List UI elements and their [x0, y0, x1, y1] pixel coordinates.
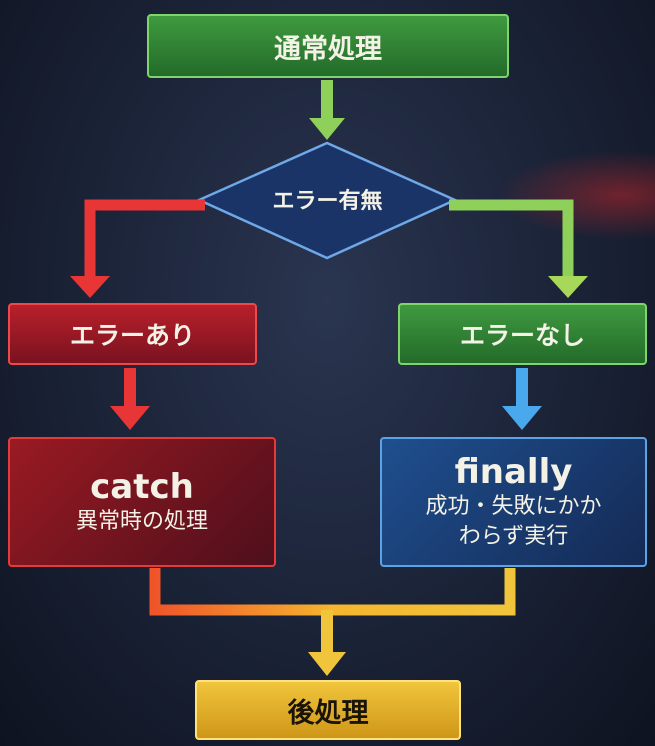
end-node: 後処理	[195, 680, 461, 740]
arrow-error-no-to-finally	[502, 368, 542, 430]
finally-node: finally 成功・失敗にかか わらず実行	[380, 437, 647, 567]
error-no-node: エラーなし	[398, 303, 647, 365]
arrow-start-to-decision	[309, 80, 345, 140]
decision-label: エラー有無	[272, 189, 383, 214]
finally-title: finally	[454, 452, 573, 492]
catch-desc: 異常時の処理	[75, 509, 208, 534]
finally-desc-line2: わらず実行	[458, 524, 569, 549]
catch-title: catch	[90, 467, 194, 507]
arrow-decision-to-error-yes	[70, 199, 205, 298]
end-label: 後処理	[287, 697, 369, 729]
error-yes-node: エラーあり	[8, 303, 257, 365]
start-node: 通常処理	[147, 14, 509, 78]
arrow-error-yes-to-catch	[110, 368, 150, 430]
catch-node: catch 異常時の処理	[8, 437, 276, 567]
background-glow	[495, 150, 655, 240]
error-no-label: エラーなし	[459, 321, 585, 350]
decision-diamond	[195, 141, 459, 260]
start-label: 通常処理	[274, 33, 382, 65]
error-yes-label: エラーあり	[69, 321, 195, 350]
finally-desc-line1: 成功・失敗にかか	[425, 494, 602, 519]
arrow-merge-to-end	[149, 568, 516, 676]
arrow-decision-to-error-no	[449, 199, 588, 298]
